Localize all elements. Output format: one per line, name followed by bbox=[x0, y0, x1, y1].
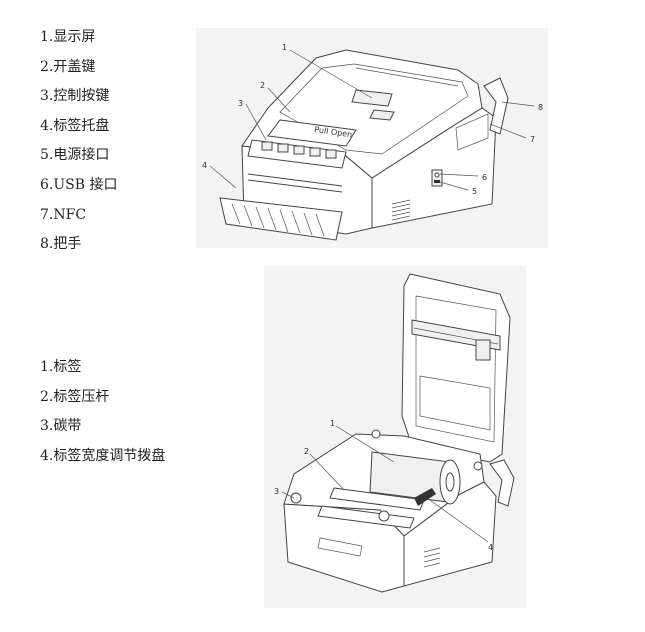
callout-4: 4 bbox=[488, 543, 493, 552]
list-item: 1.标签 bbox=[40, 359, 82, 375]
list-item: 6.USB 接口 bbox=[40, 176, 118, 193]
list-item: 3.碳带 bbox=[40, 418, 82, 435]
closed-printer-illustration: Pull Open 1 2 3 4 5 6 7 8 bbox=[196, 28, 548, 248]
open-button bbox=[369, 109, 395, 121]
callout-1: 1 bbox=[330, 419, 335, 428]
list-item: 8.把手 bbox=[40, 236, 82, 253]
callout-5: 5 bbox=[472, 187, 477, 196]
callout-8: 8 bbox=[538, 103, 543, 112]
open-printer-illustration: 1 2 3 4 bbox=[264, 266, 526, 608]
list-item: 4.标签宽度调节拨盘 bbox=[40, 447, 166, 464]
list-item: 4.标签托盘 bbox=[40, 117, 110, 134]
list-item: 1.显示屏 bbox=[40, 29, 96, 45]
closed-printer-parts-list: 1.显示屏 2.开盖键 3.控制按键 4.标签托盘 5.电源接口 6.USB 接… bbox=[40, 23, 118, 260]
open-printer-parts-list: 1.标签 2.标签压杆 3.碳带 4.标签宽度调节拨盘 bbox=[40, 353, 165, 471]
callout-6: 6 bbox=[482, 173, 487, 182]
label-tray bbox=[219, 197, 343, 241]
width-adjust-dial bbox=[414, 488, 436, 506]
callout-3: 3 bbox=[274, 487, 279, 496]
handle bbox=[483, 77, 509, 135]
callout-4: 4 bbox=[202, 161, 207, 170]
side-ports bbox=[431, 169, 443, 187]
list-item: 3.控制按键 bbox=[40, 88, 110, 105]
list-item: 2.标签压杆 bbox=[40, 388, 110, 405]
list-item: 5.电源接口 bbox=[40, 147, 110, 164]
callout-2: 2 bbox=[304, 447, 309, 456]
callout-3: 3 bbox=[238, 99, 243, 108]
control-buttons bbox=[261, 141, 337, 159]
callout-1: 1 bbox=[282, 43, 287, 52]
callout-7: 7 bbox=[530, 135, 535, 144]
label-press-bar bbox=[329, 487, 425, 511]
list-item: 2.开盖键 bbox=[40, 58, 96, 75]
list-item: 7.NFC bbox=[40, 206, 87, 223]
nfc-area bbox=[455, 113, 489, 151]
callout-2: 2 bbox=[260, 81, 265, 90]
